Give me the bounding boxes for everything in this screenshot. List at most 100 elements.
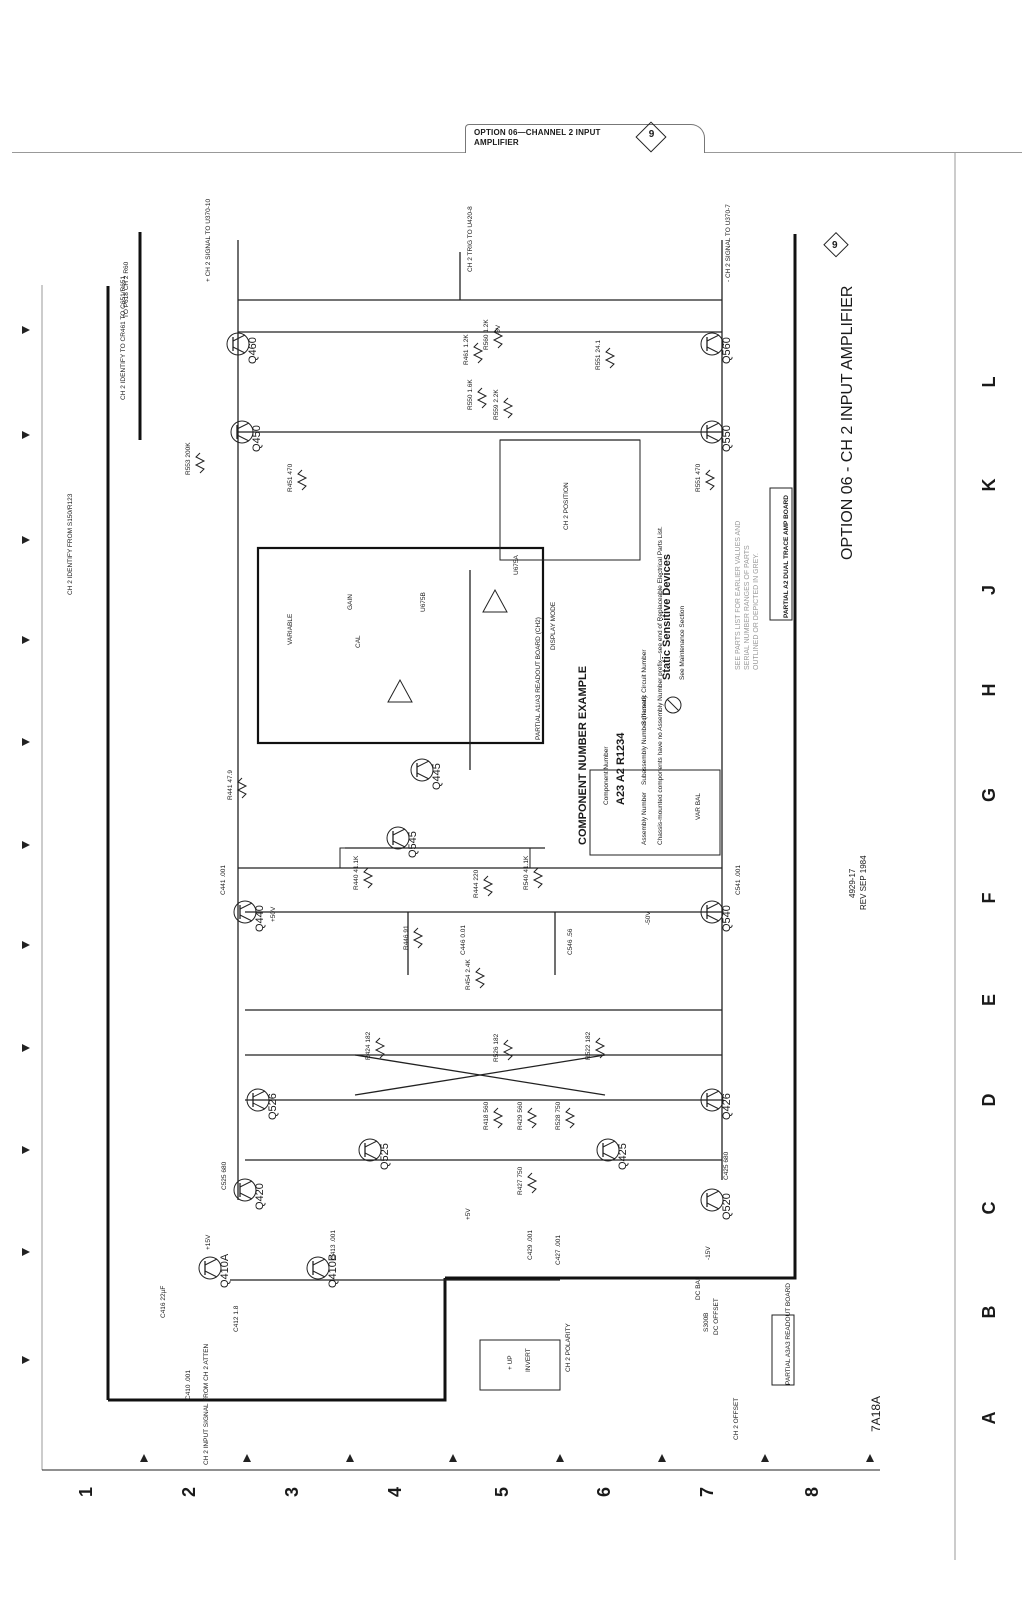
signal-identify-to: CH 2 IDENTIFY TO CR461 TO C651/R651 [120,276,127,400]
transistor-q560: Q560 [700,332,733,364]
side-title: OPTION 06 - CH 2 INPUT AMPLIFIER [839,286,856,560]
a2-board-label-box [769,487,793,621]
resistor-label: R441 47.9 [227,770,234,800]
grid-column-label: L [979,377,999,388]
supply-label: -15V [705,1246,712,1260]
grid-row-tick [556,1454,564,1462]
revision-label: REV SEP 1984 [859,855,868,910]
capacitor-label: C427 .001 [555,1235,562,1265]
supply-label: -5V [495,324,502,335]
resistor-label: R446 91 [403,925,410,950]
resistor-label: R553 200K [185,442,192,475]
grid-left-tick [22,941,30,949]
grid-column-label: H [979,684,999,697]
transistor-q410a: Q410A [198,1253,231,1288]
static-note-title: Static Sensitive Devices [661,554,673,680]
control-position: CH 2 POSITION [563,482,570,530]
side-title-text: OPTION 06 - CH 2 INPUT AMPLIFIER [839,286,856,560]
transistor-q525: Q525 [358,1138,391,1170]
header-badge-number: 9 [648,129,655,140]
signal-trigger: CH 2 TRIG TO U420-8 [467,206,474,272]
resistor-symbol [412,927,424,949]
supply-label: -50V [645,911,652,925]
control-polarity: CH 2 POLARITY [565,1323,572,1372]
board-readout-label: PARTIAL A1/A3 READOUT BOARD (CH2) [535,617,542,740]
transistor-label: Q426 [721,1093,733,1120]
static-warning-slash [666,698,680,712]
a3-readout-label-box [771,1314,795,1386]
grid-row-tick [761,1454,769,1462]
control-display-mode: DISPLAY MODE [550,601,557,650]
grid-row-tick [866,1454,874,1462]
transistor-q550: Q550 [700,420,733,452]
resistor-symbol [502,1039,514,1061]
signal-plus: + CH 2 SIGNAL TO U370-10 [205,198,212,282]
resistor-label: R522 182 [585,1031,592,1060]
grid-row-label: 6 [594,1487,614,1497]
capacitor-label: C441 .001 [220,865,227,895]
transistor-label: Q445 [431,763,443,790]
capacitor-label: C413 .001 [330,1230,337,1260]
resistor-symbol [604,347,616,369]
resistor-symbol [236,777,248,799]
grid-left-tick [22,1356,30,1364]
resistor-label: R429 560 [517,1101,524,1130]
static-warning-icon [664,696,682,714]
transistor-label: Q560 [721,337,733,364]
transistor-label: Q420 [254,1183,266,1210]
transistor-q460: Q460 [226,332,259,364]
capacitor-label: C425 680 [723,1151,730,1180]
static-note: Static Sensitive Devices See Maintenance… [661,554,686,680]
resistor-symbol [362,867,374,889]
supply-label: +15V [205,1234,212,1250]
grid-row-label: 8 [802,1487,822,1497]
polarity-switch-block [479,1339,561,1391]
grid-column-label: C [979,1202,999,1215]
transistor-label: Q526 [267,1093,279,1120]
signal-identify-from: CH 2 IDENTIFY FROM S150/R123 [67,493,74,595]
position-network [499,439,641,561]
side-badge-number: 9 [832,240,838,251]
resistor-symbol [704,469,716,491]
grid-row-tick [346,1454,354,1462]
signal-to-p618: TO P618 CH 2 R60 [123,261,130,318]
transistor-q440: Q440 [233,900,266,932]
component-example-assembly: Assembly Number [641,791,648,845]
grid-left-tick [22,1044,30,1052]
resistor-symbol [502,397,514,419]
grid-row-label: 3 [282,1487,302,1497]
ic-label: U675A [513,554,520,575]
transistor-label: Q425 [617,1143,629,1170]
supply-label: +5V [465,1208,472,1220]
cross-line-2 [354,1054,606,1096]
component-example-schematic: Schematic Circuit Number [641,649,648,725]
grid-row-label: 7 [697,1487,717,1497]
control-up: + UP [507,1355,514,1370]
transistor-label: Q410B [327,1254,339,1288]
resistor-label: R551 24.1 [595,340,602,370]
transistor-q520: Q520 [700,1188,733,1220]
resistor-label: R528 750 [555,1101,562,1130]
grid-row-label: 2 [179,1487,199,1497]
resistor-label: R427 750 [517,1166,524,1195]
resistor-label: R551 470 [695,463,702,492]
transistors: Q410A Q410B Q420 Q520 Q525 Q425 Q526 Q426 Q440 Q5… [198,332,733,1288]
board-outline-left [108,1278,447,1402]
component-example-component: Component Number [603,746,610,805]
transistor-q540: Q540 [700,900,733,932]
u675a-opamp-icon [482,588,508,613]
capacitor-label: C410 .001 [185,1370,192,1400]
grid-left-ticks [22,326,30,1364]
grid-column-label: G [979,788,999,802]
u675b-opamp-icon [387,678,413,703]
grid-row-label: 1 [76,1487,96,1497]
header-title-line1: OPTION 06—CHANNEL 2 INPUT [474,128,601,137]
resistor-symbol [564,1107,576,1129]
supply-label: +50V [270,906,277,922]
transistor-label: Q550 [721,425,733,452]
resistor-label: R559 2.2K [493,389,500,420]
transistor-q445: Q445 [410,758,443,790]
